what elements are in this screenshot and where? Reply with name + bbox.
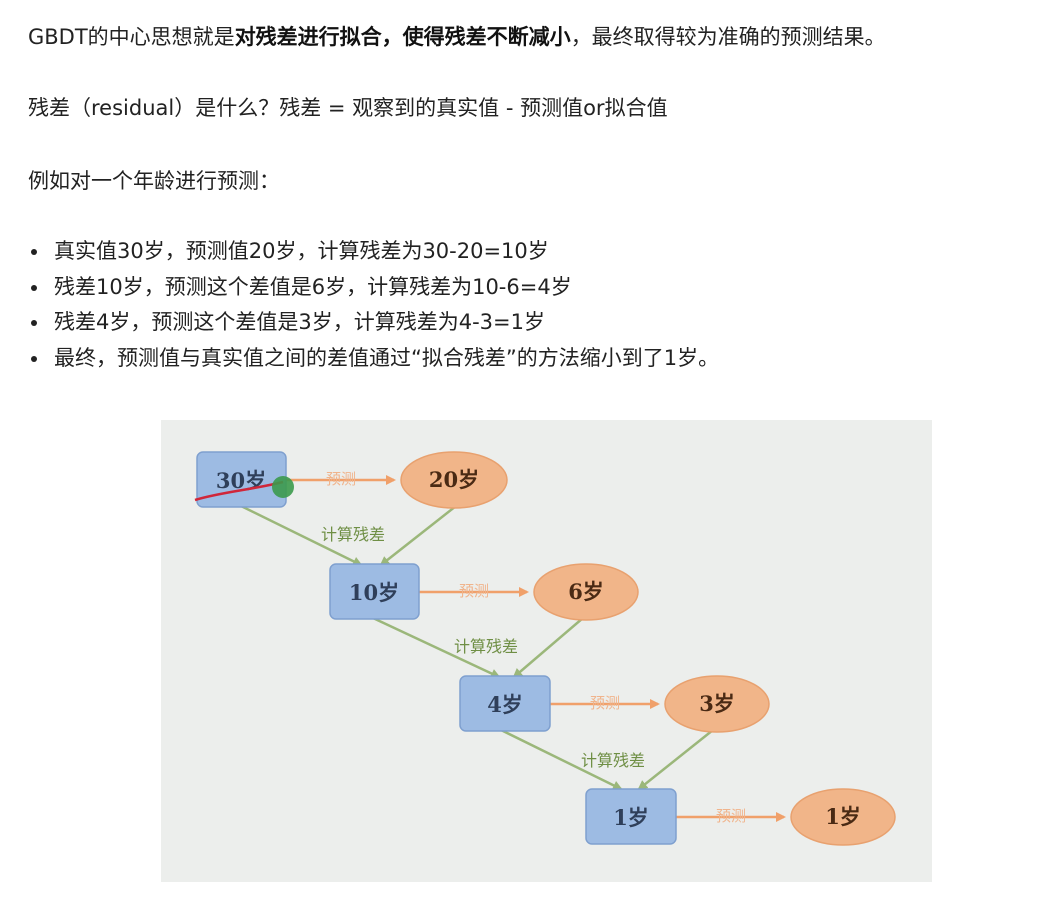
list-item: 最终，预测值与真实值之间的差值通过“拟合残差”的方法缩小到了1岁。 xyxy=(28,343,719,379)
example-list: 真实值30岁，预测值20岁，计算残差为30-20=10岁 残差10岁，预测这个差… xyxy=(28,236,719,378)
edge-label: 预测 xyxy=(326,470,356,488)
target-label: 1岁 xyxy=(613,805,649,830)
residual-arrow xyxy=(512,617,584,679)
edge-label: 计算残差 xyxy=(321,525,385,544)
prediction-oval xyxy=(533,563,639,621)
edge-label: 预测 xyxy=(590,694,620,712)
bullet-dot xyxy=(31,249,37,255)
prediction-label: 1岁 xyxy=(825,804,861,829)
target-box xyxy=(329,563,420,620)
prediction-oval xyxy=(790,788,896,846)
bullet-dot xyxy=(31,355,37,362)
list-item-text: 真实值30岁，预测值20岁，计算残差为30-20=10岁 xyxy=(54,239,549,263)
target-box xyxy=(459,675,551,732)
edge-label: 计算残差 xyxy=(581,751,645,770)
gbdt-residual-diagram: 计算残差 计算残差 计算残差 预测 预测 预测 预测 30岁 10岁 xyxy=(161,420,932,882)
prediction-oval xyxy=(400,451,508,509)
diagram-svg: 计算残差 计算残差 计算残差 预测 预测 预测 预测 30岁 10岁 xyxy=(194,451,896,846)
prediction-oval xyxy=(664,675,770,733)
list-item: 真实值30岁，预测值20岁，计算残差为30-20=10岁 xyxy=(28,236,719,272)
residual-arrow xyxy=(372,616,501,679)
bullet-dot xyxy=(31,320,37,326)
list-item: 残差4岁，预测这个差值是3岁，计算残差为4-3=1岁 xyxy=(28,307,719,343)
intro-suffix: ，最终取得较为准确的预测结果。 xyxy=(570,25,886,49)
edge-label: 预测 xyxy=(716,807,746,825)
residual-arrow xyxy=(500,728,623,791)
bullet-dot xyxy=(31,284,37,291)
list-item: 残差10岁，预测这个差值是6岁，计算残差为10-6=4岁 xyxy=(28,272,719,308)
edge-label: 预测 xyxy=(459,582,489,600)
list-item-text: 最终，预测值与真实值之间的差值通过“拟合残差”的方法缩小到了1岁。 xyxy=(54,345,720,370)
target-label: 30岁 xyxy=(216,468,266,493)
prediction-label: 20岁 xyxy=(429,467,479,492)
list-item-text: 残差10岁，预测这个差值是6岁，计算残差为10-6=4岁 xyxy=(54,274,572,299)
prediction-label: 3岁 xyxy=(699,691,735,716)
intro-prefix: GBDT的中心思想就是 xyxy=(28,25,235,49)
residual-arrow xyxy=(637,729,714,791)
intro-bold: 对残差进行拟合，使得残差不断减小 xyxy=(234,25,571,49)
target-label: 10岁 xyxy=(349,580,399,605)
target-box xyxy=(585,788,677,845)
list-item-text: 残差4岁，预测这个差值是3岁，计算残差为4-3=1岁 xyxy=(54,310,545,334)
residual-arrow xyxy=(379,505,457,567)
residual-arrow xyxy=(240,504,363,567)
edge-label: 计算残差 xyxy=(454,637,518,656)
prediction-label: 6岁 xyxy=(568,579,604,604)
residual-definition: 残差（residual）是什么？残差 = 观察到的真实值 - 预测值or拟合值 xyxy=(28,96,668,120)
example-intro: 例如对一个年龄进行预测： xyxy=(28,169,280,193)
green-cursor-dot xyxy=(272,476,294,498)
intro-paragraph: GBDT的中心思想就是对残差进行拟合，使得残差不断减小，最终取得较为准确的预测结… xyxy=(28,22,886,52)
target-label: 4岁 xyxy=(487,692,523,717)
